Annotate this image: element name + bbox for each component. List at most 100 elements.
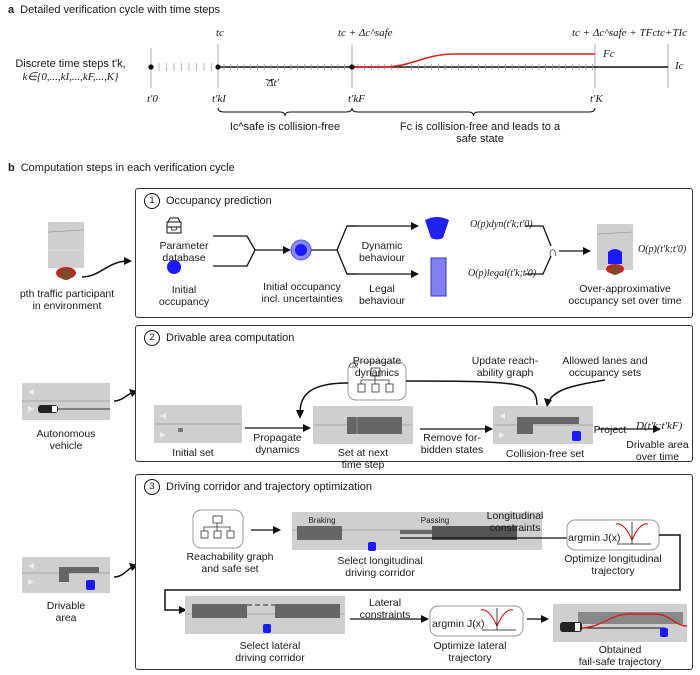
initial-occupancy-dot <box>167 260 181 274</box>
dot-tkF <box>349 64 355 70</box>
fail-safe-curve <box>352 53 595 68</box>
drivable-area-out-label-1: Drivable area <box>626 439 689 451</box>
autonomous-vehicle-label-2: vehicle <box>49 440 83 452</box>
collision-free-set-label: Collision-free set <box>505 448 585 460</box>
argmin-lat: argmin J(x) <box>432 618 485 630</box>
next-set-label-1: Set at next <box>337 447 389 459</box>
reachability-label-2: and safe set <box>201 563 259 575</box>
legal-behaviour-label-1: Legal <box>369 283 395 295</box>
passing-label: Passing <box>420 516 450 525</box>
arrow-participant-to-step1 <box>81 257 132 278</box>
optimize-longitudinal-label-2: trajectory <box>591 565 635 577</box>
drivable-area-label-1: Drivable <box>46 600 86 612</box>
lat-constraints-label-2: constraints <box>359 609 411 621</box>
initial-occupancy-label-1: Initial <box>171 284 197 296</box>
next-set-label-2: time step <box>341 459 385 471</box>
initial-uncertainty-label-1: Initial occupancy <box>263 281 341 293</box>
o-legal-math: O(p)legal(t'k;t'0) <box>468 268 537 279</box>
select-longitudinal-label-1: Select longitudinal <box>337 555 423 567</box>
drivable-area-out-label-2: over time <box>635 451 680 463</box>
autonomous-vehicle-road <box>22 383 110 420</box>
step2-title: 2 Drivable area computation <box>144 330 294 346</box>
optimize-longitudinal-label-1: Optimize longitudinal <box>564 553 662 565</box>
step3-number-badge: 3 <box>144 479 160 495</box>
dynamic-behaviour-label-1: Dynamic <box>361 240 403 252</box>
braking-label: Braking <box>308 516 336 525</box>
label-tkI: t'kI <box>212 93 226 105</box>
propagate-dynamics-top-label-2: dynamics <box>354 367 400 379</box>
select-lateral-label-1: Select lateral <box>239 640 301 652</box>
obtained-label-1: Obtained <box>598 644 642 656</box>
autonomous-vehicle-label-1: Autonomous <box>36 428 96 440</box>
initial-occupancy-label-2: occupancy <box>158 296 210 308</box>
panel-a-letter: a <box>8 4 15 16</box>
step2-title-text: Drivable area computation <box>166 332 295 344</box>
intersection-symbol: ∩ <box>548 244 558 259</box>
label-t0: t'0 <box>147 93 158 105</box>
time-steps-label-2: k∈{0,...,kI,...,kF,...,K} <box>22 71 119 83</box>
o-result-math: O(p)(t'k;t'0) <box>638 244 687 255</box>
step1-number-badge: 1 <box>144 193 160 209</box>
select-lateral-label-2: driving corridor <box>235 652 305 664</box>
label-tc: tc <box>216 27 224 39</box>
dot-tkI <box>215 64 221 70</box>
propagate-dynamics-top-label-1: Propagate <box>352 355 402 367</box>
argmin-long: argmin J(x) <box>568 532 621 544</box>
brace-safe-interval <box>217 107 353 117</box>
result-label-2: occupancy set over time <box>568 295 682 307</box>
brace-fail-safe-interval <box>351 107 596 117</box>
label-tK: t'K <box>590 93 603 105</box>
optimize-lateral-label-1: Optimize lateral <box>433 640 507 652</box>
select-longitudinal-label-2: driving corridor <box>345 567 415 579</box>
remove-states-label-2: bidden states <box>420 444 484 456</box>
obtained-label-2: fail-safe trajectory <box>578 656 662 668</box>
label-delta-t: Δt' <box>267 77 279 89</box>
autonomous-vehicle-icon <box>22 389 138 413</box>
label-tkF: t'kF <box>348 93 366 105</box>
update-graph-label-2: ability graph <box>476 367 534 379</box>
brace2-text-1: Fc is collision-free and leads to a <box>399 121 561 133</box>
panel-b-title: Computation steps in each verification c… <box>20 162 235 174</box>
panel-a-title: Detailed verification cycle with time st… <box>20 4 221 16</box>
step2-number-badge: 2 <box>144 330 160 346</box>
long-constraints-label-1: Longitudinal <box>486 510 544 522</box>
propagate-dynamics-label-1: Propagate <box>253 432 302 444</box>
optimize-lateral-label-2: trajectory <box>448 652 492 664</box>
step3-title-text: Driving corridor and trajectory optimiza… <box>166 481 373 493</box>
traffic-participant-label-2: in environment <box>32 300 102 312</box>
brace1-text: Ic^safe is collision-free <box>229 121 341 133</box>
delta-t-brace <box>265 78 275 81</box>
label-Ic: Ic <box>675 60 684 72</box>
time-steps-label-1: Discrete time steps t'k, <box>15 58 126 70</box>
database-icon <box>166 217 182 234</box>
panel-a-heading: a Detailed verification cycle with time s… <box>8 4 220 16</box>
legal-behaviour-label-2: behaviour <box>358 295 406 307</box>
label-Fc: Fc <box>603 48 615 60</box>
lat-constraints-label-1: Lateral <box>368 597 402 609</box>
remove-states-label-1: Remove for- <box>423 432 481 444</box>
brace2-text-2: safe state <box>456 133 504 145</box>
panel-b-letter: b <box>8 162 15 174</box>
o-dyn-math: O(p)dyn(t'k;t'0) <box>470 219 533 230</box>
dynamic-occupancy-shape <box>425 217 449 240</box>
legal-occupancy-rect <box>430 257 447 297</box>
dynamic-behaviour-label-2: behaviour <box>358 252 406 264</box>
step3-diagram <box>164 509 688 642</box>
allowed-lanes-label-2: occupancy sets <box>568 367 642 379</box>
step2-diagram <box>154 361 661 444</box>
initial-uncertainty-label-2: incl. uncertainties <box>261 293 343 305</box>
traffic-participant-label-1: pth traffic participant <box>19 288 115 300</box>
propagate-dynamics-label-2: dynamics <box>255 444 300 456</box>
drivable-area-icon <box>22 563 138 590</box>
step1-diagram <box>166 217 634 297</box>
update-graph-label-1: Update reach- <box>471 355 539 367</box>
traffic-participant-icon <box>47 229 85 280</box>
drivable-area-math: D(t'k;t'kF) <box>636 420 683 432</box>
label-tc-delta: tc + Δc^safe <box>338 27 393 39</box>
project-label: Project <box>593 424 627 436</box>
timeline-diagram <box>148 44 669 117</box>
initial-set-label: Initial set <box>172 447 214 459</box>
reachability-label-1: Reachability graph <box>186 551 274 563</box>
panel-b-heading: b Computation steps in each verification … <box>8 162 235 174</box>
drivable-area-label-2: area <box>55 612 77 624</box>
